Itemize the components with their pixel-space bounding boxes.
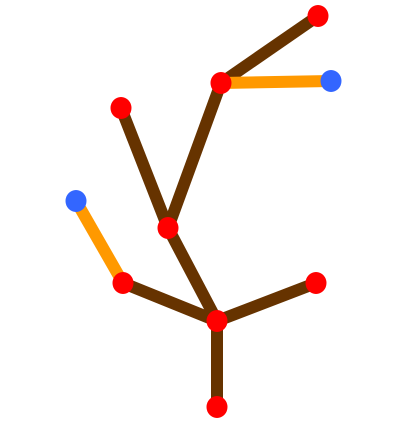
node-upper-joint <box>210 72 232 94</box>
edge-mid-joint-to-upper-joint <box>162 80 227 231</box>
edge-upper-joint-to-top-tip <box>217 11 322 88</box>
node-right-tip <box>305 272 327 294</box>
edge-mid-joint-to-upper-left-tip <box>115 105 174 231</box>
node-hub <box>206 310 228 332</box>
node-left-joint <box>112 272 134 294</box>
node-upper-left-tip <box>110 97 132 119</box>
edge-hub-to-right-tip <box>214 277 319 327</box>
nodes-layer <box>65 5 342 418</box>
edge-hub-to-left-joint <box>120 277 220 327</box>
edge-hub-to-mid-joint <box>162 225 223 324</box>
node-mid-joint <box>157 217 179 239</box>
edges-layer <box>70 11 332 407</box>
node-root <box>206 396 228 418</box>
node-top-tip <box>307 5 329 27</box>
node-blue-right <box>320 70 342 92</box>
node-blue-left <box>65 190 87 212</box>
edge-left-joint-to-blue-left <box>70 198 129 286</box>
edge-upper-joint-to-blue-right <box>220 75 332 89</box>
